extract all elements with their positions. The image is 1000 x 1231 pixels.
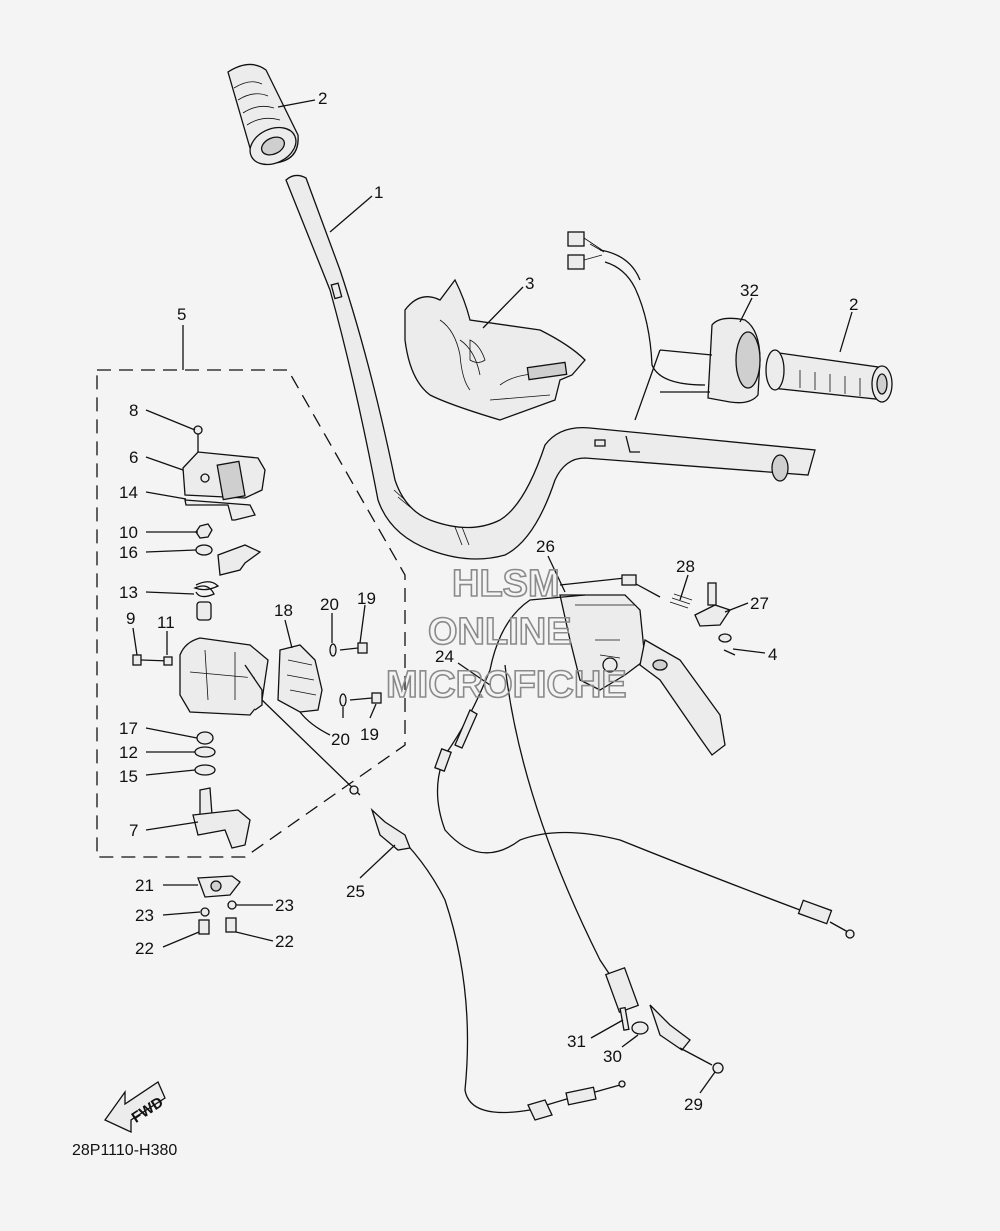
bolt-29[interactable] <box>679 1047 724 1074</box>
holder-21[interactable] <box>197 875 241 898</box>
washer-30[interactable] <box>631 1021 649 1035</box>
callout-1: 1 <box>374 183 383 202</box>
switch-block-18[interactable] <box>277 644 331 736</box>
handlebar[interactable] <box>285 174 816 560</box>
callout-labels: 2 1 3 32 2 5 8 6 14 10 16 13 9 11 18 20 … <box>119 89 858 1114</box>
part-17[interactable] <box>196 731 214 745</box>
left-grip[interactable] <box>227 63 302 171</box>
callout-8: 8 <box>129 401 138 420</box>
nut-10[interactable] <box>195 523 213 539</box>
switch-assembly-boundary <box>96 369 406 858</box>
leader-lines <box>132 99 853 1094</box>
callout-16: 16 <box>119 543 138 562</box>
screw-8[interactable] <box>193 425 203 452</box>
callout-20b: 20 <box>331 730 350 749</box>
callout-27: 27 <box>750 594 769 613</box>
washer-12[interactable] <box>194 746 216 758</box>
callout-18: 18 <box>274 601 293 620</box>
callout-9: 9 <box>126 609 135 628</box>
callout-12: 12 <box>119 743 138 762</box>
washer-23-left[interactable] <box>200 907 210 917</box>
callout-22b: 22 <box>275 932 294 951</box>
callout-21: 21 <box>135 876 154 895</box>
forward-arrow: FWD <box>104 1081 167 1134</box>
choke-cable-25[interactable] <box>261 699 626 1121</box>
callout-10: 10 <box>119 523 138 542</box>
callout-29: 29 <box>684 1095 703 1114</box>
callout-25: 25 <box>346 882 365 901</box>
part-11[interactable] <box>163 656 173 666</box>
part-4[interactable] <box>718 633 732 643</box>
callout-19b: 19 <box>360 725 379 744</box>
watermark: HLSM ONLINE MICROFICHE <box>385 562 627 707</box>
adjuster-28[interactable] <box>559 574 693 609</box>
callout-7: 7 <box>129 821 138 840</box>
screw-19-upper[interactable] <box>329 642 368 657</box>
callout-22a: 22 <box>135 939 154 958</box>
callout-26: 26 <box>536 537 555 556</box>
spring-13[interactable] <box>193 581 220 598</box>
choke-lever-7[interactable] <box>192 787 251 849</box>
switch-upper-case[interactable] <box>182 451 266 501</box>
callout-20a: 20 <box>320 595 339 614</box>
cover-27[interactable] <box>694 582 732 627</box>
callout-23a: 23 <box>135 906 154 925</box>
callout-19a: 19 <box>357 589 376 608</box>
washer-16[interactable] <box>195 544 213 556</box>
right-grip[interactable] <box>765 349 893 403</box>
handlebar-cover[interactable] <box>404 278 586 421</box>
cable-end-lower[interactable] <box>604 966 691 1051</box>
watermark-line3: MICROFICHE <box>386 664 627 706</box>
callout-4: 4 <box>768 645 777 664</box>
callout-31: 31 <box>567 1032 586 1051</box>
callout-17: 17 <box>119 719 138 738</box>
brake-master-26[interactable] <box>559 594 726 756</box>
cable-24[interactable] <box>434 594 855 991</box>
bolt-22-right[interactable] <box>225 917 237 933</box>
switch-lower-case[interactable] <box>179 637 269 716</box>
callout-5: 5 <box>177 305 186 324</box>
lever[interactable] <box>217 544 262 576</box>
callout-15: 15 <box>119 767 138 786</box>
callout-2b: 2 <box>849 295 858 314</box>
callout-11: 11 <box>157 613 175 632</box>
callout-28: 28 <box>676 557 695 576</box>
washer-23-right[interactable] <box>227 900 237 910</box>
callout-14: 14 <box>119 483 138 502</box>
callout-2a: 2 <box>318 89 327 108</box>
screw-19-lower[interactable] <box>339 692 382 707</box>
switch-gasket[interactable] <box>184 499 256 521</box>
callout-3: 3 <box>525 274 534 293</box>
callout-24: 24 <box>435 647 454 666</box>
diagram-code: 28P1110-H380 <box>72 1142 177 1159</box>
callout-13: 13 <box>119 583 138 602</box>
callout-32: 32 <box>740 281 759 300</box>
pin-31[interactable] <box>619 1006 630 1031</box>
throttle-switch-housing[interactable] <box>567 231 761 421</box>
watermark-line1: HLSM <box>452 563 560 605</box>
washer-15[interactable] <box>194 764 216 776</box>
callout-6: 6 <box>129 448 138 467</box>
watermark-line2: ONLINE <box>428 611 572 653</box>
callout-30: 30 <box>603 1047 622 1066</box>
callout-23b: 23 <box>275 896 294 915</box>
bolt-22-left[interactable] <box>198 919 210 935</box>
